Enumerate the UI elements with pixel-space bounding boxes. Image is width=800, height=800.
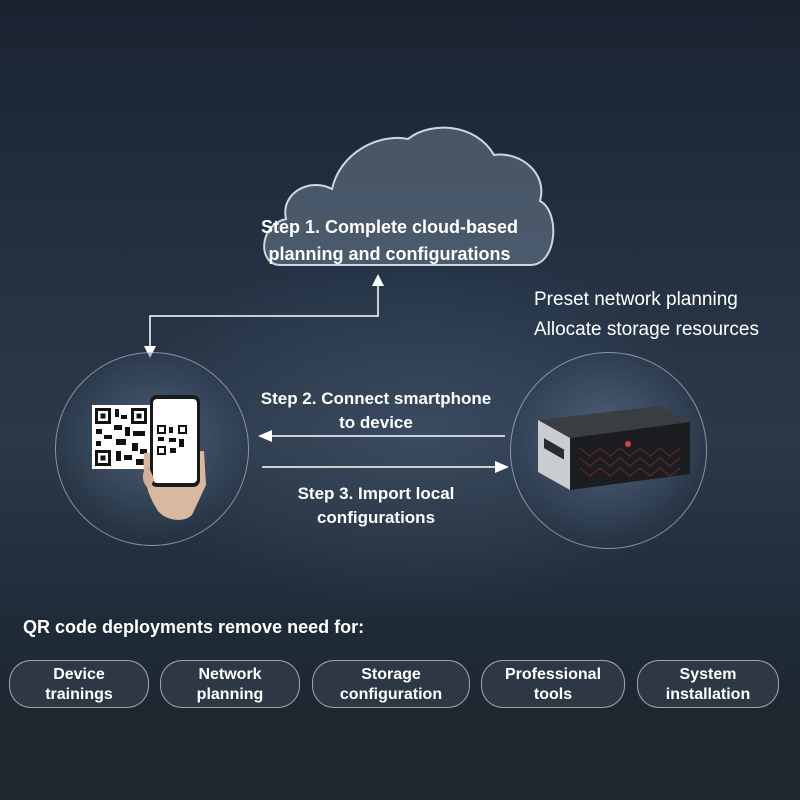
pill-label: Storage configuration <box>339 666 443 703</box>
pill-storage-configuration: Storage configuration <box>312 660 470 708</box>
step-1-line-2: planning and configurations <box>268 244 511 264</box>
step-3-line-2: configurations <box>316 508 436 527</box>
step-1-label: Step 1. Complete cloud-based planning an… <box>222 214 557 268</box>
device-note-storage: Allocate storage resources <box>534 319 759 340</box>
pill-label: Network planning <box>196 666 264 703</box>
step-2-label: Step 2. Connect smartphone to device <box>226 387 526 435</box>
cloud-icon <box>263 126 555 266</box>
server-device-icon <box>538 406 690 490</box>
smartphone-icon <box>142 395 206 520</box>
pill-label: Professional tools <box>504 666 602 703</box>
bottom-band <box>0 708 800 800</box>
step-3-label: Step 3. Import local configurations <box>226 482 526 530</box>
pill-device-trainings: Device trainings <box>9 660 149 708</box>
pill-label: Device trainings <box>45 666 113 703</box>
step-2-line-2: to device <box>339 413 413 432</box>
pill-system-installation: System installation <box>637 660 779 708</box>
pill-network-planning: Network planning <box>160 660 300 708</box>
qr-section-heading: QR code deployments remove need for: <box>23 617 365 637</box>
device-notes: Preset network planning Allocate storage… <box>534 285 800 345</box>
qr-code-icon <box>92 405 150 469</box>
step-1-line-1: Step 1. Complete cloud-based <box>260 217 519 237</box>
pill-professional-tools: Professional tools <box>481 660 625 708</box>
step-3-line-1: Step 3. Import local <box>297 484 455 503</box>
pill-label: System installation <box>665 666 751 703</box>
step-2-line-1: Step 2. Connect smartphone <box>260 389 492 408</box>
device-note-network: Preset network planning <box>534 289 738 310</box>
